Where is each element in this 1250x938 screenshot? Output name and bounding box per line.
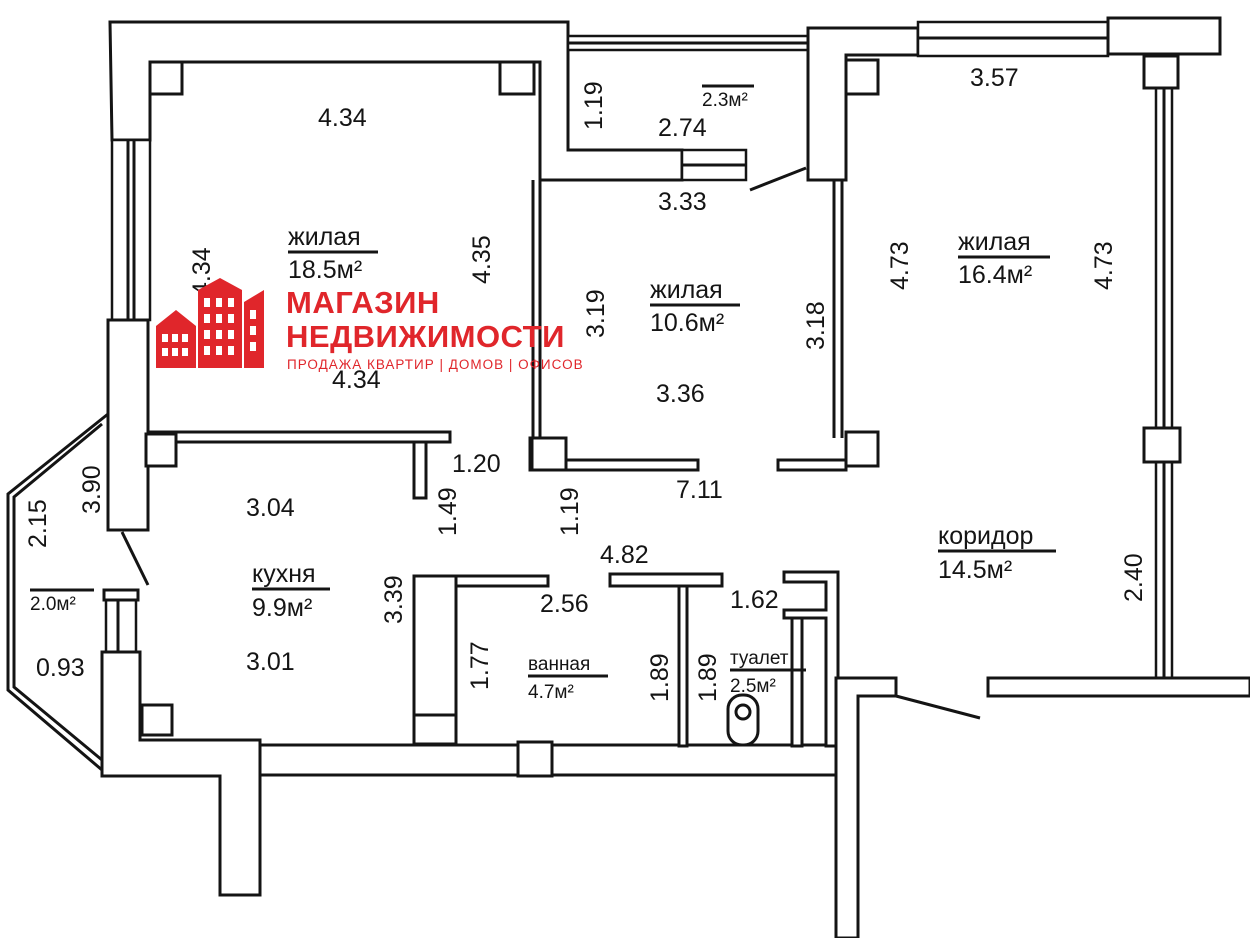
wall-toilet-inner	[790, 616, 804, 748]
window-left-upper	[110, 138, 152, 322]
dim-333: 3.33	[658, 188, 707, 216]
dim-435: 4.35	[468, 235, 496, 284]
dim-473-right: 4.73	[1090, 241, 1118, 290]
window-kitchen	[104, 590, 138, 654]
dim-119-top: 1.19	[580, 81, 608, 130]
room-kitchen-area: 9.9м²	[252, 594, 312, 622]
dim-473-left: 4.73	[886, 241, 914, 290]
dim-240: 2.40	[1120, 553, 1148, 602]
dim-434-bottom: 4.34	[332, 366, 381, 394]
dim-319: 3.19	[582, 289, 610, 338]
room-bath-label: ванная	[528, 654, 590, 675]
wall-bath-left	[412, 574, 458, 746]
room-corridor-area: 14.5м²	[938, 556, 1012, 584]
dim-390: 3.90	[78, 465, 106, 514]
columns	[102, 54, 1182, 778]
balcony-left-outline	[6, 412, 109, 772]
wall-middle-bottom-right	[776, 458, 848, 472]
watermark-logo: МАГАЗИН НЕДВИЖИМОСТИ ПРОДАЖА КВАРТИР | Д…	[156, 278, 584, 372]
dim-301: 3.01	[246, 648, 295, 676]
room-toilet-label: туалет	[730, 648, 789, 669]
dim-357: 3.57	[970, 64, 1019, 92]
wall-entrance	[834, 676, 898, 938]
watermark-title-line2: НЕДВИЖИМОСТИ	[286, 319, 565, 354]
room-kitchen-label: кухня	[252, 560, 316, 588]
room-living-mid-label: жилая	[650, 276, 723, 304]
watermark-tagline: ПРОДАЖА КВАРТИР | ДОМОВ | ОФИСОВ	[287, 357, 584, 372]
room-living-left-area: 18.5м²	[288, 256, 362, 284]
wall-bath-top	[454, 574, 550, 588]
walls	[6, 16, 1250, 938]
dim-482: 4.82	[600, 541, 649, 569]
wall-bath-top-right	[608, 572, 724, 588]
dim-119-mid: 1.19	[556, 487, 584, 536]
balcony-top-area: 2.3м²	[702, 90, 748, 111]
dim-711: 7.11	[676, 476, 723, 504]
dim-189-b: 1.89	[694, 653, 722, 702]
wall-top-right-end	[1106, 16, 1222, 56]
dim-120: 1.20	[452, 450, 501, 478]
room-bath-area: 4.7м²	[528, 682, 574, 703]
wall-corridor-right	[986, 676, 1250, 698]
room-living-right-label: жилая	[958, 228, 1031, 256]
dimension-labels: 4.34 4.34 4.35 4.34 1.19 2.74 3.33 3.57 …	[24, 64, 1148, 702]
room-toilet-area: 2.5м²	[730, 676, 776, 697]
wall-left-pier	[106, 318, 150, 532]
building-logo-icon	[156, 278, 264, 368]
dim-318: 3.18	[802, 301, 830, 350]
dim-162: 1.62	[730, 586, 779, 614]
wall-stub	[412, 440, 428, 500]
dim-177: 1.77	[466, 641, 494, 690]
dim-434-top: 4.34	[318, 104, 367, 132]
dim-093: 0.93	[36, 654, 85, 682]
room-corridor-label: коридор	[938, 522, 1033, 550]
dim-149: 1.49	[434, 487, 462, 536]
room-labels: жилая 18.5м² жилая 10.6м² жилая 16.4м² к…	[30, 84, 1056, 703]
balcony-left-area: 2.0м²	[30, 594, 76, 615]
dim-189-a: 1.89	[646, 653, 674, 702]
wall-kitchen-left-lower	[100, 650, 262, 897]
room-living-mid-area: 10.6м²	[650, 309, 724, 337]
dim-336: 3.36	[656, 380, 705, 408]
wall-top-right	[806, 26, 920, 182]
room-living-right-area: 16.4м²	[958, 261, 1032, 289]
dim-274: 2.74	[658, 114, 707, 142]
dim-215: 2.15	[24, 499, 52, 548]
wall-bath-divider	[677, 584, 689, 748]
dim-256: 2.56	[540, 590, 589, 618]
watermark-title-line1: МАГАЗИН	[286, 285, 440, 320]
wall-living-kitchen	[146, 430, 452, 444]
dim-339: 3.39	[380, 575, 408, 624]
dim-304: 3.04	[246, 494, 295, 522]
room-living-left-label: жилая	[288, 223, 361, 251]
